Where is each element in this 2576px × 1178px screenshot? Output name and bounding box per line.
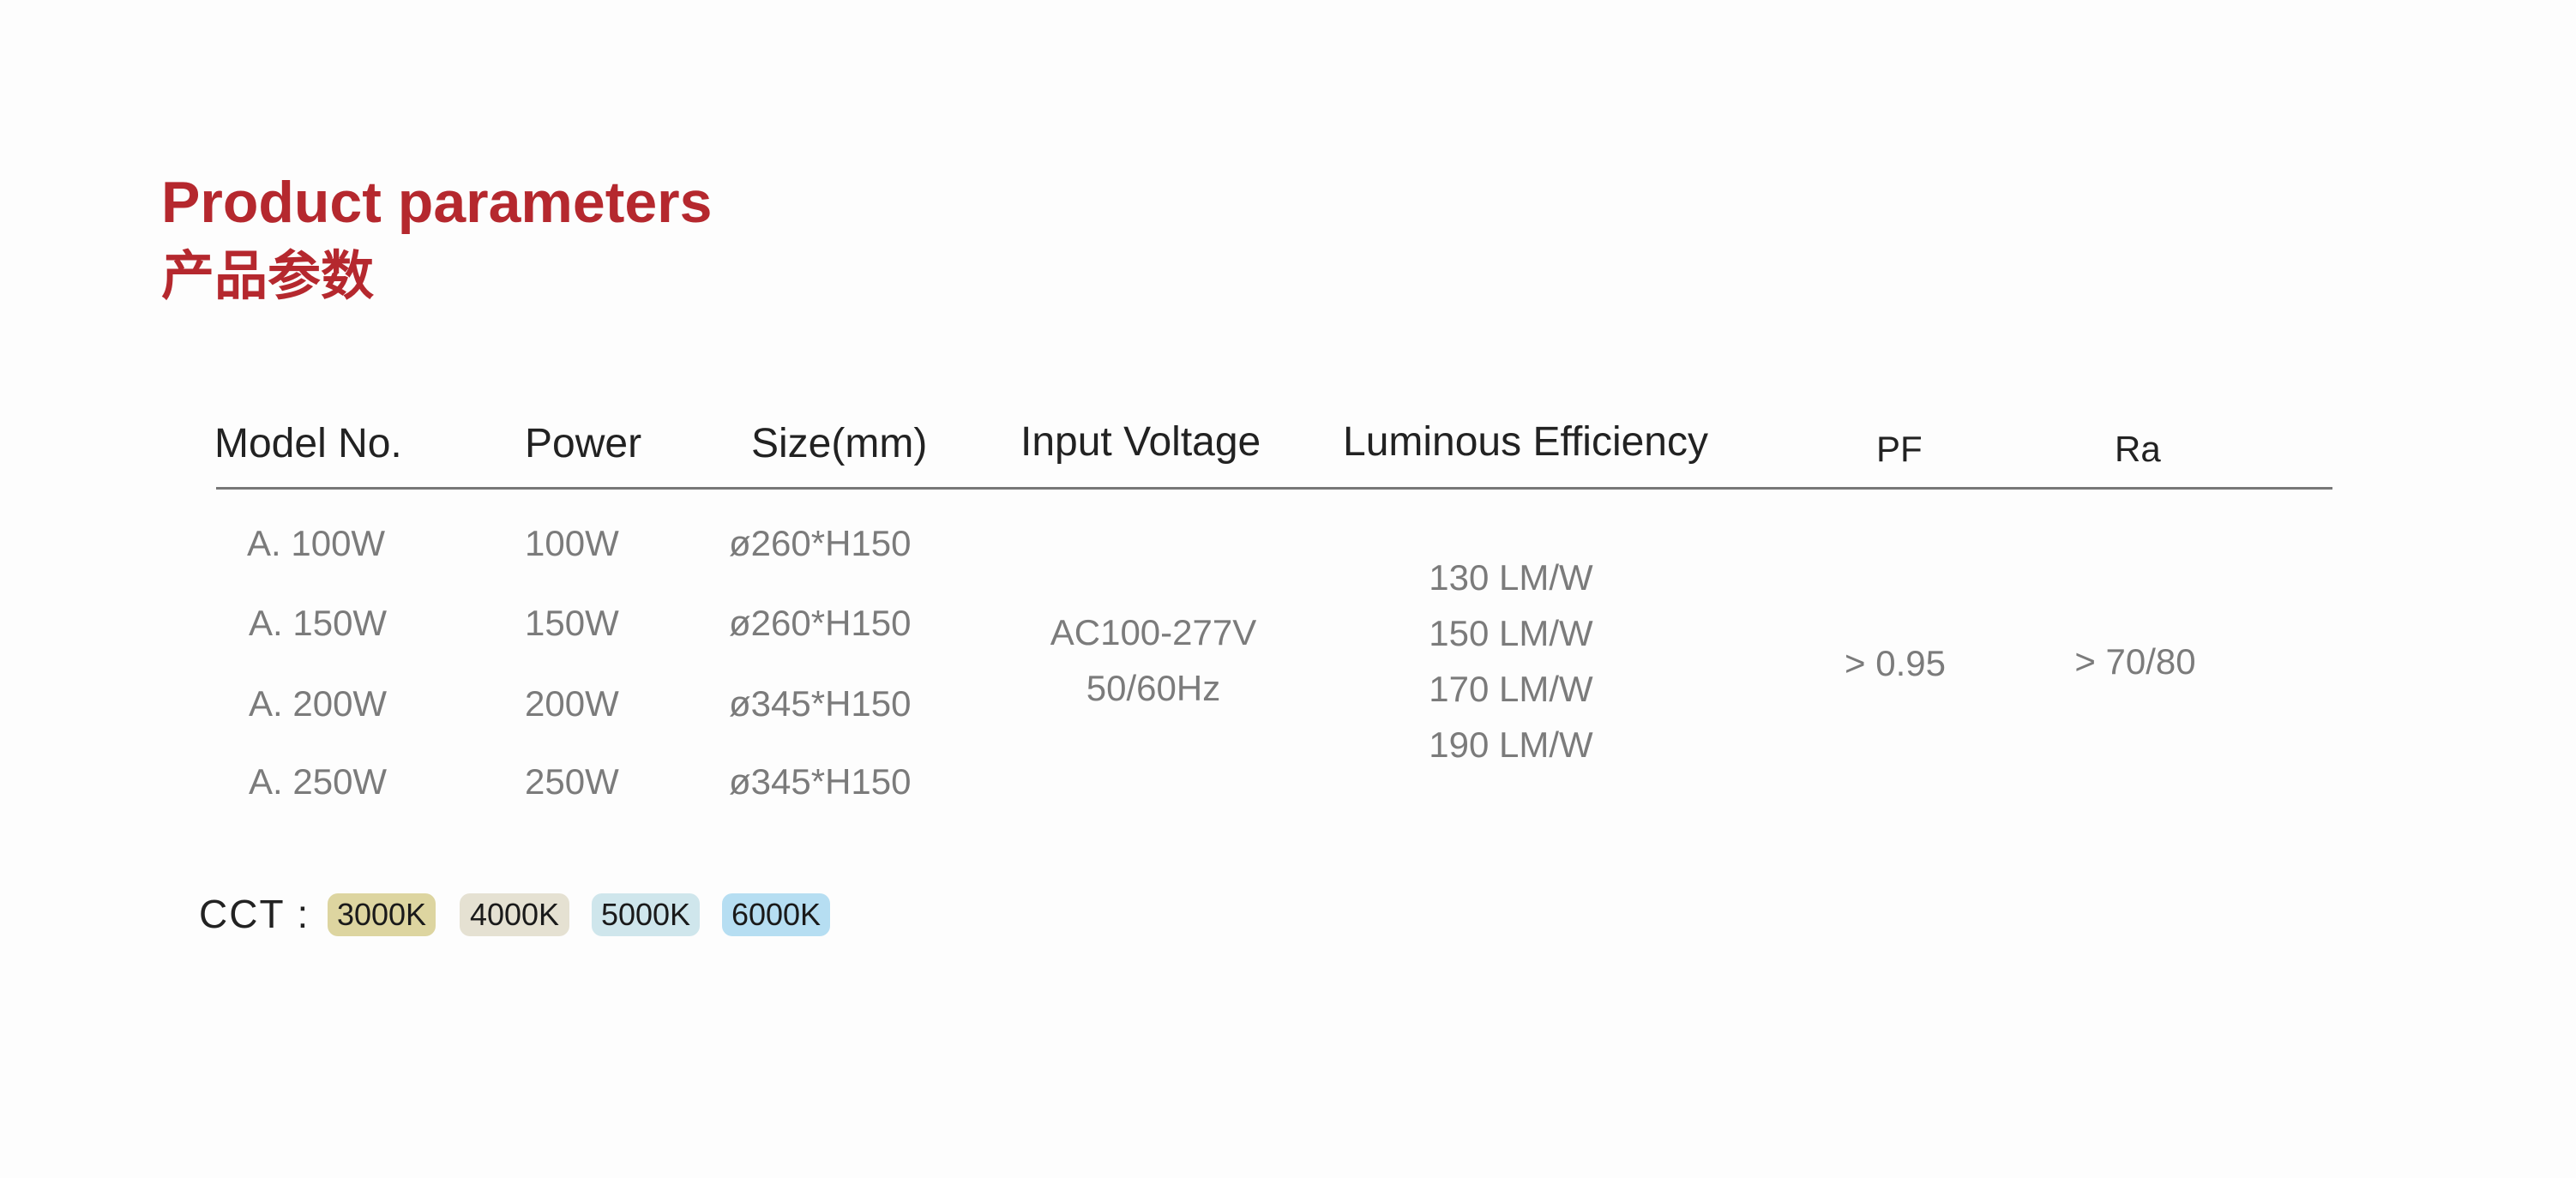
input-voltage-range: AC100-277V	[1050, 612, 1257, 652]
cell-size: ø345*H150	[729, 761, 912, 802]
cct-label: CCT :	[199, 892, 310, 936]
header-luminous-efficiency: Luminous Efficiency	[1343, 419, 1708, 465]
luminous-efficiency-item: 130 LM/W	[1429, 557, 1593, 598]
ra-value: > 70/80	[2074, 641, 2196, 682]
cct-chip-3000k: 3000K	[328, 893, 436, 936]
cell-power: 150W	[525, 603, 619, 643]
cell-model: A. 200W	[249, 683, 388, 724]
cell-model: A. 100W	[247, 523, 386, 563]
header-ra: Ra	[2115, 429, 2161, 469]
cell-power: 250W	[525, 761, 619, 802]
cell-power: 100W	[525, 523, 619, 563]
header-model-no: Model No.	[214, 421, 402, 466]
cct-chip-4000k: 4000K	[460, 893, 569, 936]
cell-power: 200W	[525, 683, 619, 724]
title-chinese: 产品参数	[161, 244, 375, 307]
cell-size: ø260*H150	[729, 523, 912, 563]
cell-model: A. 250W	[249, 761, 388, 802]
luminous-efficiency-item: 170 LM/W	[1429, 669, 1593, 709]
input-voltage-value: AC100-277V 50/60Hz	[995, 604, 1312, 716]
header-divider	[216, 487, 2332, 490]
cct-chip-5000k: 5000K	[592, 893, 700, 936]
input-voltage-frequency: 50/60Hz	[1086, 668, 1221, 708]
cell-model: A. 150W	[249, 603, 388, 643]
luminous-efficiency-item: 190 LM/W	[1429, 724, 1593, 765]
pf-value: > 0.95	[1845, 643, 1946, 683]
header-power: Power	[525, 421, 642, 466]
header-size: Size(mm)	[751, 421, 928, 466]
title-english: Product parameters	[161, 170, 713, 235]
luminous-efficiency-values: 130 LM/W 150 LM/W 170 LM/W 190 LM/W	[1339, 550, 1682, 772]
cct-chip-6000k: 6000K	[722, 893, 830, 936]
luminous-efficiency-item: 150 LM/W	[1429, 613, 1593, 653]
header-pf: PF	[1876, 429, 1923, 469]
cell-size: ø345*H150	[729, 683, 912, 724]
cell-size: ø260*H150	[729, 603, 912, 643]
header-input-voltage: Input Voltage	[1020, 419, 1261, 465]
